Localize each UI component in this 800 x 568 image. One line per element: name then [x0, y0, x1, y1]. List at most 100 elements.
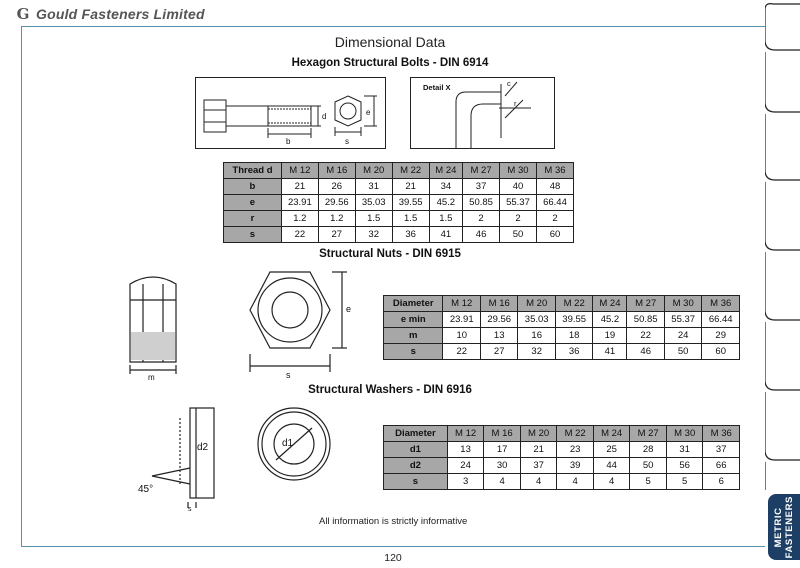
table-cell: 50 — [629, 457, 667, 474]
column-header: M 20 — [517, 295, 556, 312]
table-cell: 1.2 — [317, 210, 356, 227]
table-cell: 41 — [428, 226, 464, 243]
column-header: M 30 — [663, 295, 703, 312]
table-cell: 5 — [665, 473, 704, 490]
table-cell: 18 — [554, 327, 594, 344]
column-header: Diameter — [383, 425, 448, 442]
washer-top-diagram: d1 — [252, 404, 336, 491]
row-label: s — [223, 226, 282, 243]
table-cell: 50.85 — [462, 194, 501, 211]
column-header: M 36 — [535, 162, 575, 179]
column-header: M 36 — [702, 425, 740, 442]
column-header: M 30 — [499, 162, 537, 179]
table-cell: 36 — [554, 343, 594, 360]
table-cell: 32 — [517, 343, 556, 360]
table-cell: 31 — [665, 441, 704, 458]
bolt-label-s: s — [345, 137, 349, 146]
column-header: M 16 — [317, 162, 356, 179]
table-cell: 4 — [556, 473, 594, 490]
column-header: M 22 — [556, 425, 594, 442]
nut-side-diagram: m — [118, 266, 188, 387]
column-header: M 36 — [701, 295, 740, 312]
table-cell: 10 — [442, 327, 481, 344]
table-cell: 24 — [446, 457, 485, 474]
column-header: M 22 — [554, 295, 594, 312]
row-label: e — [223, 194, 282, 211]
table-cell: 22 — [626, 327, 665, 344]
table-cell: 37 — [462, 178, 501, 195]
table-cell: 39.55 — [391, 194, 430, 211]
table-cell: 23.91 — [442, 311, 481, 328]
table-cell: 45.2 — [428, 194, 464, 211]
table-cell: 48 — [535, 178, 575, 195]
table-cell: 21 — [280, 178, 319, 195]
table-cell: 37 — [519, 457, 558, 474]
table-cell: 2 — [499, 210, 537, 227]
detail-x-drawing: Detail X c r — [423, 79, 531, 148]
row-label: d1 — [383, 441, 448, 458]
row-label: s — [382, 343, 444, 360]
washers-section-title: Structural Washers - DIN 6916 — [308, 384, 472, 396]
detail-x-diagram: Detail X c r — [410, 77, 555, 149]
tab-metric-fasteners-label: METRIC FASTENERS — [773, 495, 795, 559]
table-cell: 17 — [483, 441, 521, 458]
table-cell: 35.03 — [354, 194, 393, 211]
table-cell: 40 — [499, 178, 537, 195]
table-cell: 6 — [702, 473, 740, 490]
table-cell: 66 — [702, 457, 740, 474]
table-cell: 29 — [701, 327, 740, 344]
table-cell: 22 — [280, 226, 319, 243]
nut-label-e: e — [346, 304, 351, 314]
table-cell: 50 — [499, 226, 537, 243]
column-header: M 24 — [592, 425, 631, 442]
table-cell: 13 — [446, 441, 485, 458]
table-cell: 56 — [665, 457, 704, 474]
table-cell: 1.5 — [391, 210, 430, 227]
table-cell: 32 — [354, 226, 393, 243]
washer-label-s: s — [188, 506, 192, 512]
page-number: 120 — [384, 552, 402, 564]
section-tabs — [765, 0, 800, 568]
table-cell: 2 — [535, 210, 575, 227]
company-logo: G Gould Fasteners Limited — [14, 4, 205, 24]
table-cell: 41 — [592, 343, 628, 360]
table-cell: 4 — [483, 473, 521, 490]
table-cell: 2 — [462, 210, 501, 227]
table-cell: 39.55 — [554, 311, 594, 328]
nut-label-s: s — [286, 370, 291, 380]
row-label: m — [382, 327, 444, 344]
column-header: M 24 — [428, 162, 464, 179]
table-cell: 28 — [629, 441, 667, 458]
table-cell: 21 — [391, 178, 430, 195]
row-label: r — [223, 210, 282, 227]
column-header: M 20 — [519, 425, 558, 442]
table-cell: 30 — [483, 457, 521, 474]
row-label: s — [383, 473, 448, 490]
column-header: M 16 — [479, 295, 519, 312]
tab-metric-fasteners[interactable]: METRIC FASTENERS — [768, 494, 800, 560]
row-label: e min — [382, 311, 444, 328]
column-header: M 12 — [442, 295, 481, 312]
table-cell: 66.44 — [535, 194, 575, 211]
table-cell: 1.5 — [428, 210, 464, 227]
table-cell: 31 — [354, 178, 393, 195]
column-header: M 20 — [354, 162, 393, 179]
table-cell: 21 — [519, 441, 558, 458]
column-header: M 30 — [665, 425, 704, 442]
column-header: M 27 — [626, 295, 665, 312]
table-cell: 27 — [479, 343, 519, 360]
table-cell: 46 — [462, 226, 501, 243]
table-cell: 55.37 — [499, 194, 537, 211]
table-cell: 19 — [592, 327, 628, 344]
